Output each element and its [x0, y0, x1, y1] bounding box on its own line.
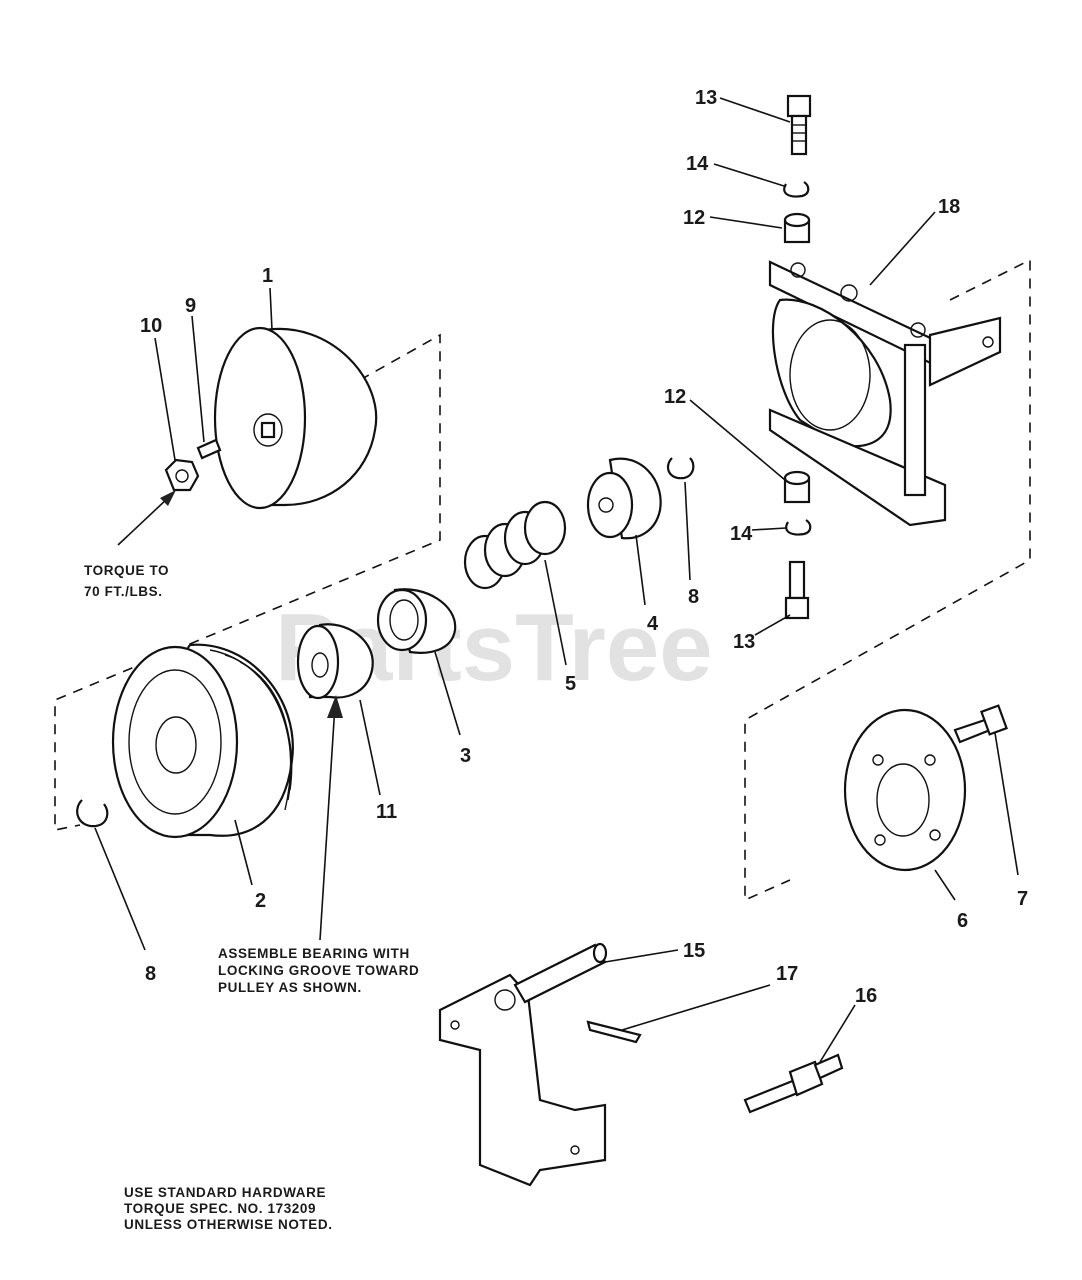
part-3-spacer: [376, 588, 457, 654]
hardware-note-line-3: UNLESS OTHERWISE NOTED.: [124, 1217, 333, 1232]
part-13-bolt-lower: [784, 560, 810, 620]
callout-14-lower: 14: [730, 523, 753, 545]
hardware-note-line-1: USE STANDARD HARDWARE: [124, 1185, 326, 1200]
callout-11: 11: [376, 801, 397, 823]
part-5-spring: [463, 500, 567, 590]
callout-14-top: 14: [686, 153, 709, 175]
part-6-flange: [843, 708, 967, 872]
callout-16: 16: [855, 985, 877, 1007]
callout-5: 5: [565, 673, 576, 695]
bearing-note-line-3: PULLEY AS SHOWN.: [218, 980, 362, 995]
callout-7: 7: [1017, 888, 1028, 910]
part-7-bolt: [953, 704, 1008, 744]
part-1-pulley: [213, 326, 378, 510]
hardware-note-line-2: TORQUE SPEC. NO. 173209: [124, 1201, 316, 1216]
callout-numbers: 1 2 3 4 5 6 7 8 8 9 10 11 12 12 13 13 14…: [140, 87, 1028, 1007]
callout-12-top: 12: [683, 207, 705, 229]
callout-6: 6: [957, 910, 968, 932]
bearing-note-line-2: LOCKING GROOVE TOWARD: [218, 963, 419, 978]
part-10-nut: [164, 458, 200, 492]
part-11-bearing: [296, 623, 374, 700]
part-12-spacer-lower: [783, 470, 811, 504]
callout-12-lower: 12: [664, 386, 686, 408]
callout-13-top: 13: [695, 87, 717, 109]
part-15-lever-bracket: [438, 942, 608, 1187]
callout-13-lower: 13: [733, 631, 755, 653]
torque-note: TORQUE TO 70 FT./LBS.: [84, 563, 169, 599]
callout-8-mid: 8: [688, 586, 699, 608]
bearing-arrow: [319, 695, 343, 941]
part-14-lock-washer-lower: [785, 519, 812, 536]
callout-15: 15: [683, 940, 705, 962]
bearing-note-line-1: ASSEMBLE BEARING WITH: [218, 946, 410, 961]
callout-3: 3: [460, 745, 471, 767]
callout-10: 10: [140, 315, 162, 337]
part-8-retaining-ring-mid: [666, 457, 695, 480]
bearing-note: ASSEMBLE BEARING WITH LOCKING GROOVE TOW…: [218, 946, 419, 995]
callout-8-left: 8: [145, 963, 156, 985]
torque-note-line-2: 70 FT./LBS.: [84, 584, 163, 599]
part-12-spacer-top: [783, 212, 811, 244]
part-2-drive-pulley: [111, 643, 294, 839]
callout-4: 4: [647, 613, 659, 635]
part-16-stud: [743, 1053, 844, 1114]
callout-9: 9: [185, 295, 196, 317]
assembly-boundary-lines: [54, 258, 1031, 902]
leader-lines: [94, 97, 1019, 1063]
hardware-note: USE STANDARD HARDWARE TORQUE SPEC. NO. 1…: [124, 1185, 333, 1232]
callout-2: 2: [255, 890, 266, 912]
callout-1: 1: [262, 265, 273, 287]
part-13-bolt-top: [786, 94, 812, 156]
callout-17: 17: [776, 963, 798, 985]
torque-note-line-1: TORQUE TO: [84, 563, 169, 578]
part-8-retaining-ring-left: [76, 799, 109, 828]
part-17-cotter-pin: [586, 1020, 642, 1044]
part-4-bearing-cup: [586, 457, 662, 540]
part-14-lock-washer-top: [783, 181, 810, 198]
torque-arrow: [117, 490, 176, 546]
part-18-bracket: [768, 260, 1002, 527]
callout-18: 18: [938, 196, 960, 218]
part-9-key: [196, 438, 222, 460]
